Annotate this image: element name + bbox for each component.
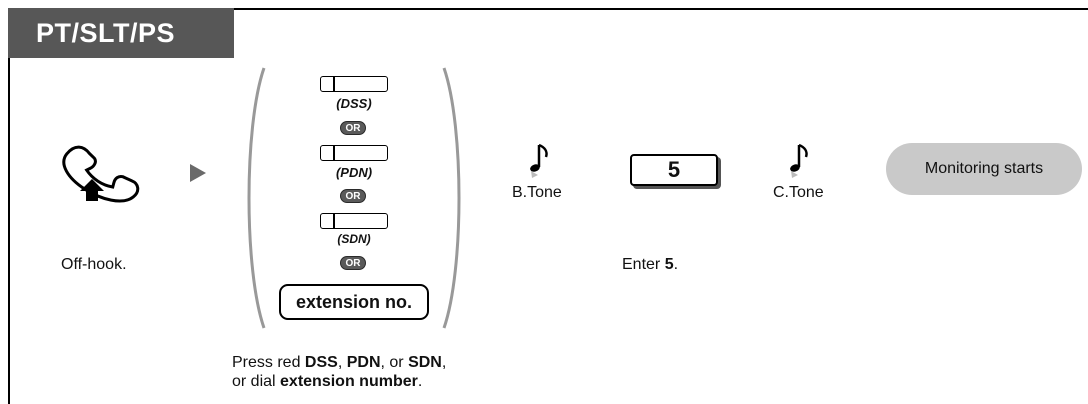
monitoring-starts-badge: Monitoring starts [886,143,1082,195]
pdn-key-icon [320,145,388,161]
digit-5-key: 5 [630,154,718,186]
dss-key-icon [320,76,388,92]
music-note-icon [790,143,808,178]
frame-left-border [8,8,10,404]
selection-caption: Press red DSS, PDN, or SDN, or dial exte… [232,354,447,390]
left-bracket [247,67,266,329]
music-note-icon [530,143,548,178]
handset-offhook-icon [62,145,140,203]
frame-top-border [8,8,1088,10]
right-bracket [442,67,461,329]
offhook-label: Off-hook. [61,256,127,273]
arrow-right-icon [190,164,206,182]
sdn-key-icon [320,213,388,229]
sdn-key-label: (SDN) [337,232,371,246]
or-badge: OR [340,189,366,203]
or-badge: OR [340,121,366,135]
enter-5-label: Enter 5. [622,256,679,273]
btone-label: B.Tone [512,184,562,201]
or-badge: OR [340,256,366,270]
dss-key-label: (DSS) [336,96,372,111]
header-title: PT/SLT/PS [8,8,234,58]
pdn-key-label: (PDN) [335,165,373,180]
extension-number-box: extension no. [279,284,429,320]
ctone-label: C.Tone [773,184,824,201]
